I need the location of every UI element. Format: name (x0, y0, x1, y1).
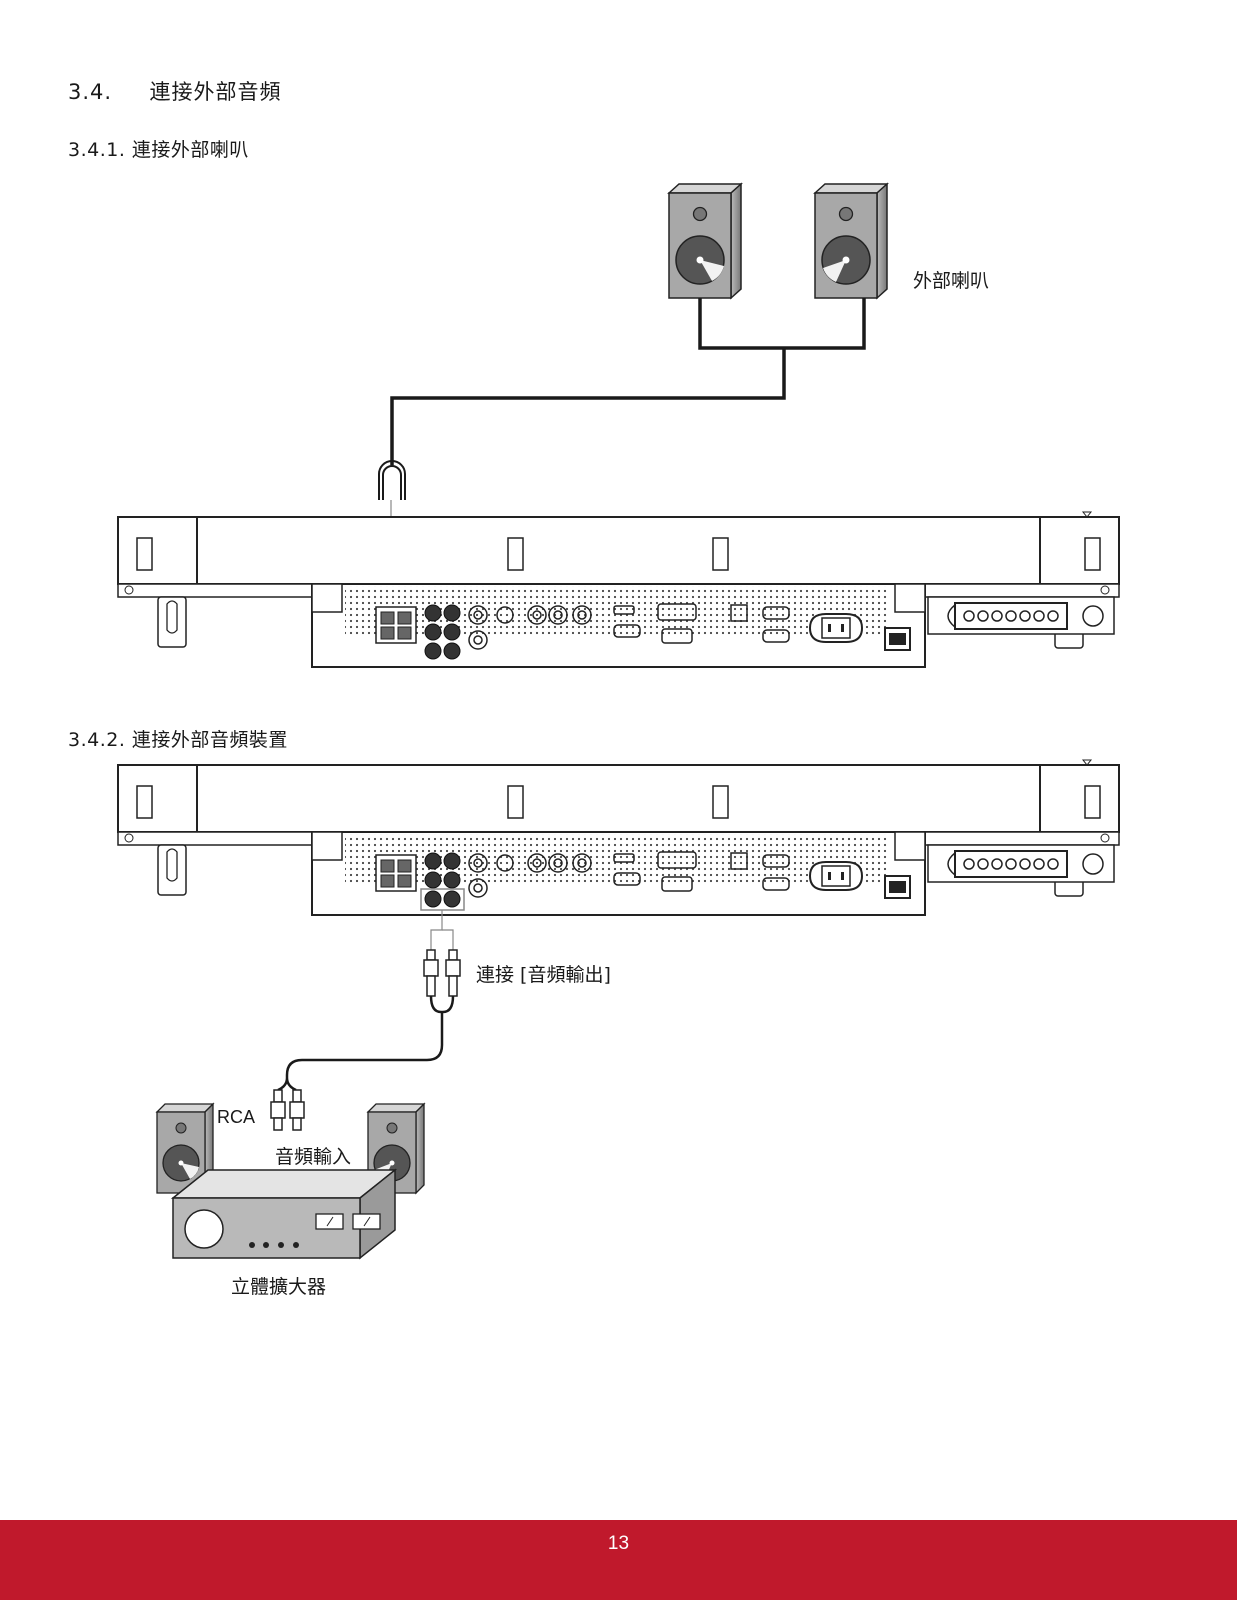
external-speaker-label: 外部喇叭 (913, 270, 990, 292)
rca-label: RCA (217, 1107, 256, 1127)
stereo-amplifier-label: 立體擴大器 (231, 1276, 327, 1298)
page-number: 13 (607, 1533, 630, 1554)
subsection2-heading: 3.4.2. 連接外部音頻裝置 (68, 729, 288, 751)
audio-in-label: 音頻輸入 (275, 1146, 352, 1168)
section-title: 連接外部音頻 (149, 80, 282, 104)
page-footer: 13 (0, 1520, 1237, 1600)
section-heading: 3.4. 連接外部音頻 (68, 76, 281, 106)
connect-audio-out-label: 連接 [音頻輸出] (476, 964, 611, 986)
audio-device-connection-diagram (117, 759, 1120, 1260)
section-number: 3.4. (68, 80, 113, 104)
subsection1-heading: 3.4.1. 連接外部喇叭 (68, 139, 249, 161)
audio-out-leads (430, 910, 454, 950)
rca-plug-pair-bottom-icon (270, 1089, 305, 1131)
display-panel-rear-icon (117, 511, 1120, 668)
speaker-right-icon (813, 182, 889, 300)
speaker-left-icon (667, 182, 743, 300)
stereo-amplifier-icon (170, 1168, 398, 1260)
speaker-connection-diagram (117, 182, 1120, 668)
audio-cable (285, 995, 455, 1078)
display-panel-rear-icon-2 (117, 759, 1120, 916)
speaker-cable (390, 298, 866, 465)
rca-plug-pair-top-icon (423, 949, 461, 997)
